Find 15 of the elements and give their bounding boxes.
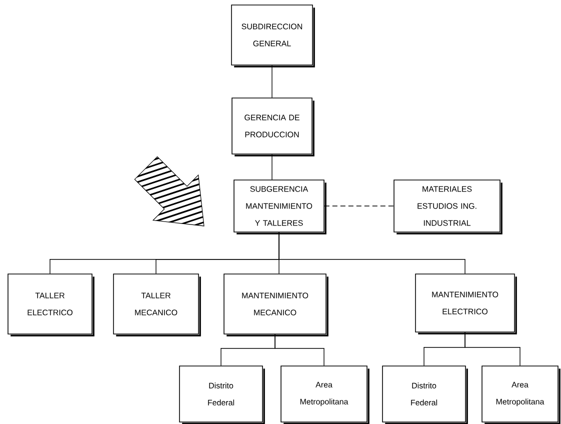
org-box: Distrito Federal xyxy=(179,366,265,424)
connector-line xyxy=(274,334,324,366)
org-box: TALLER ELECTRICO xyxy=(8,274,94,336)
org-box: TALLER MECANICO xyxy=(113,274,201,336)
org-box: SUBGERENCIA MANTENIMIENTO Y TALLERES xyxy=(234,180,326,234)
org-box: SUBDIRECCION GENERAL xyxy=(231,4,315,68)
org-box: GERENCIA DE PRODUCCION xyxy=(232,98,314,156)
org-box: Area Metropolitana xyxy=(280,366,370,424)
org-box: MATERIALES ESTUDIOS ING. INDUSTRIAL xyxy=(394,180,502,234)
org-box: Distrito Federal xyxy=(382,366,468,424)
connector-line xyxy=(464,332,520,366)
connector-line xyxy=(278,232,466,274)
org-box: Area Metropolitana xyxy=(482,366,560,424)
org-box: MANTENIMIENTO ELECTRICO xyxy=(415,274,517,334)
org-box: MANTENIMIENTO MECANICO xyxy=(224,274,328,336)
